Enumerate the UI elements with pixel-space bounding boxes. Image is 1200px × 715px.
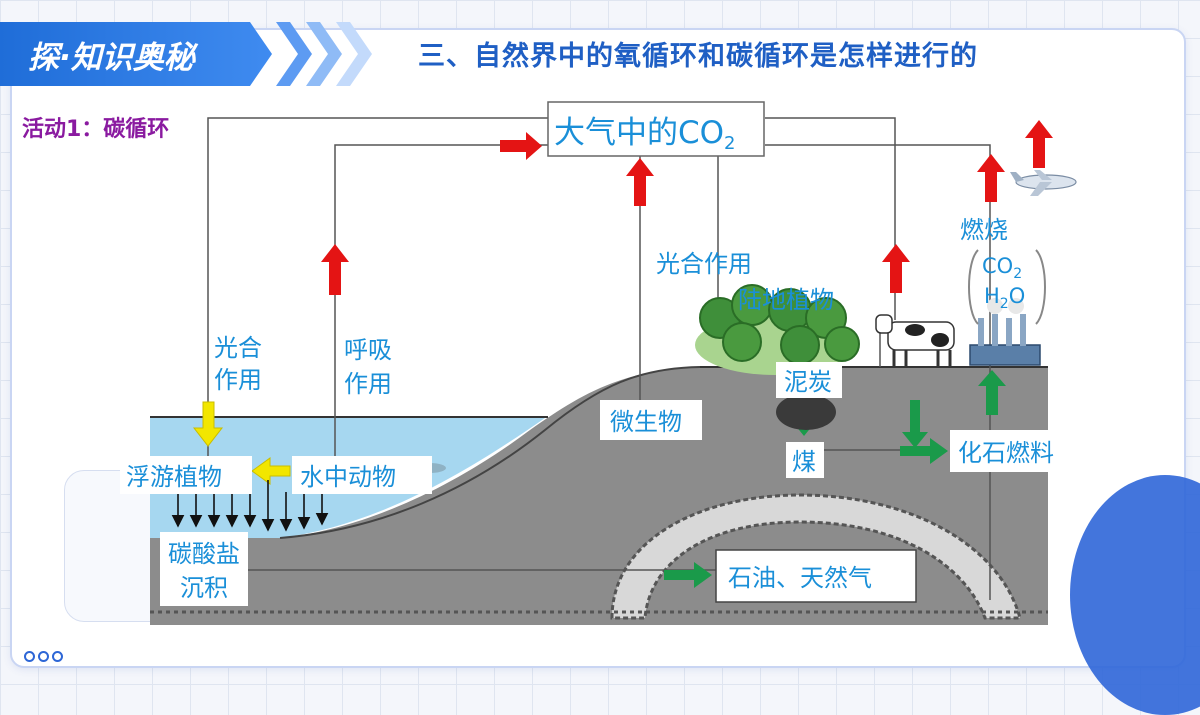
label-photosynthesis-land: 光合作用	[656, 250, 752, 278]
arrow-up-icon	[882, 244, 910, 293]
arrow-left-icon	[251, 457, 291, 485]
label-plankton: 浮游植物	[126, 463, 222, 491]
label-respiration-1: 呼吸	[344, 336, 392, 364]
label-respiration-2: 作用	[344, 370, 392, 398]
arrow-up-icon	[978, 370, 1006, 415]
section-badge: 探·知识奥秘	[0, 22, 272, 86]
bracket-left	[968, 249, 979, 325]
arrow-up-icon	[1025, 120, 1053, 168]
arrow-right-icon	[664, 562, 712, 588]
label-peat: 泥炭	[784, 368, 832, 396]
coal-box	[786, 442, 824, 478]
rock-arch	[610, 493, 1022, 620]
sediment-arrows	[171, 480, 329, 532]
airplane-icon	[1010, 170, 1077, 196]
label-photosynthesis-water-2: 作用	[214, 366, 262, 394]
activity-label: 活动1：碳循环	[22, 117, 170, 142]
red-arrows	[321, 120, 1053, 295]
arrow-down-icon	[192, 401, 224, 447]
peat-deposit	[776, 394, 836, 430]
label-land-plants: 陆地植物	[738, 286, 834, 314]
microbes-box	[600, 400, 702, 440]
label-photosynthesis-water-1: 光合	[214, 334, 262, 362]
seabed-line	[279, 366, 701, 539]
section-badge-text: 探·知识奥秘	[28, 39, 195, 76]
factory-icon	[969, 298, 1041, 366]
label-coal: 煤	[792, 448, 816, 476]
fossil-fuel-box	[950, 430, 1082, 472]
arrow-right-icon	[500, 132, 542, 160]
peat-box	[776, 362, 842, 398]
label-carbonate-1: 碳酸盐	[168, 540, 240, 568]
atmosphere-box	[547, 101, 765, 157]
label-co2: CO2	[982, 254, 1022, 282]
arrow-right-icon	[900, 438, 948, 464]
bracket-right	[1035, 249, 1046, 325]
plankton-box	[120, 456, 252, 494]
label-combustion: 燃烧	[960, 216, 1008, 244]
label-aquatic-animals: 水中动物	[300, 463, 396, 491]
carbon-cycle-diagram: 大气中的CO2	[120, 101, 1082, 625]
label-microbes: 微生物	[610, 408, 682, 436]
label-oil-gas: 石油、天然气	[728, 564, 872, 592]
land-plants-illustration	[695, 284, 860, 375]
oil-gas-box	[715, 549, 917, 603]
label-fossil-fuel: 化石燃料	[958, 439, 1054, 467]
carbonate-box	[160, 532, 248, 606]
pagination-dots	[24, 651, 63, 662]
arrow-up-icon	[626, 158, 654, 206]
aquatic-animals-box	[292, 456, 432, 494]
label-carbonate-2: 沉积	[180, 574, 228, 602]
cow-icon	[875, 314, 955, 366]
page-title: 三、自然界中的氧循环和碳循环是怎样进行的	[418, 41, 978, 72]
arrow-down-icon	[902, 400, 928, 448]
atmosphere-label: 大气中的CO2	[554, 115, 736, 154]
arrow-up-icon	[977, 154, 1005, 202]
arrow-up-icon	[321, 244, 349, 295]
label-h2o: H2O	[984, 284, 1025, 312]
